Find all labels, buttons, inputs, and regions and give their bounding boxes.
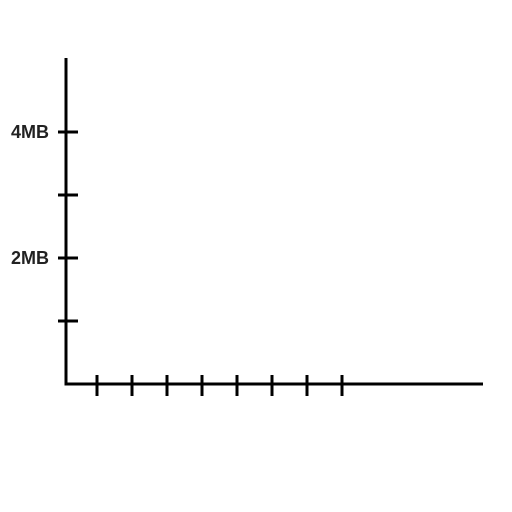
y-tick-label: 4MB xyxy=(11,122,49,142)
x-ticks-group xyxy=(95,375,344,396)
y-ticks-group: 2MB 4MB xyxy=(11,122,78,323)
y-tick-label: 2MB xyxy=(11,248,49,268)
